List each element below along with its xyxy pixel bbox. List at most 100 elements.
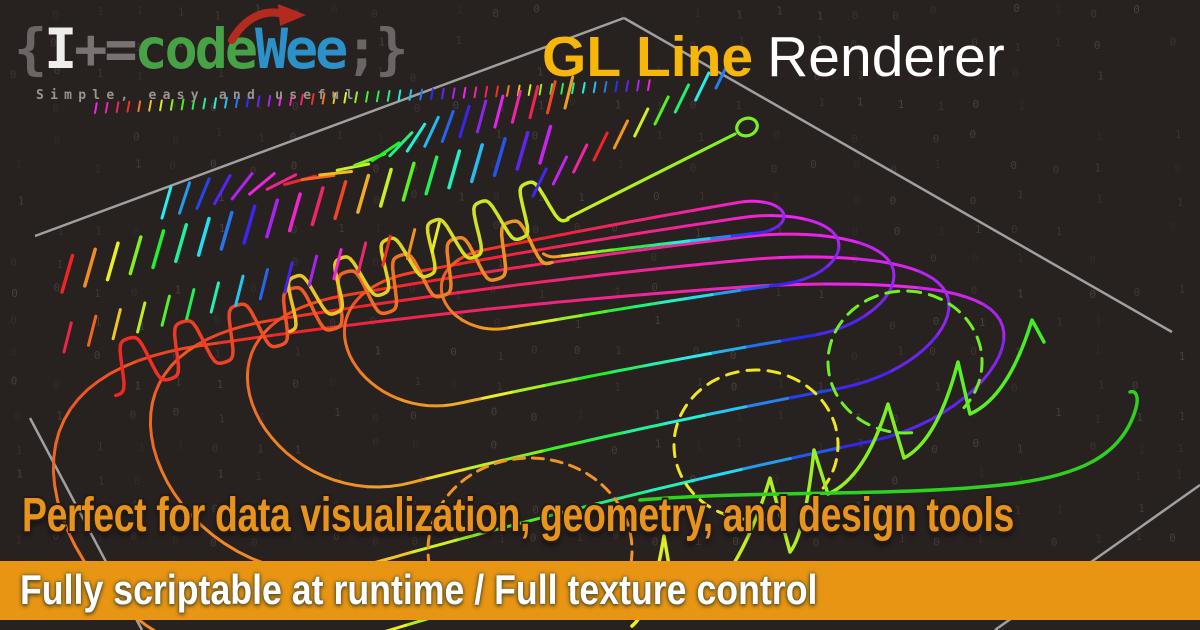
svg-text:1: 1 <box>935 380 942 393</box>
svg-text:1: 1 <box>95 315 102 328</box>
svg-text:1: 1 <box>618 10 625 23</box>
svg-text:1: 1 <box>1055 36 1062 49</box>
svg-text:1: 1 <box>254 2 261 15</box>
svg-text:1: 1 <box>698 131 705 144</box>
svg-text:1: 1 <box>414 375 421 388</box>
needle-line <box>566 116 759 220</box>
svg-text:1: 1 <box>179 223 186 236</box>
svg-text:1: 1 <box>778 378 785 391</box>
svg-text:1: 1 <box>1097 69 1104 82</box>
svg-text:0: 0 <box>652 536 659 549</box>
svg-text:0: 0 <box>890 163 897 176</box>
svg-text:1: 1 <box>135 41 142 54</box>
logo-identifier: I <box>44 17 77 81</box>
svg-text:1: 1 <box>539 288 546 301</box>
svg-text:1: 1 <box>1098 378 1105 391</box>
svg-text:1: 1 <box>1095 314 1102 327</box>
svg-text:1: 1 <box>15 157 22 170</box>
svg-text:0: 0 <box>693 344 700 357</box>
svg-text:1: 1 <box>94 287 101 300</box>
svg-text:1: 1 <box>256 99 263 112</box>
svg-text:1: 1 <box>57 225 64 238</box>
logo-word-wee: Wee <box>254 17 348 81</box>
footer-bar-text: Fully scriptable at runtime / Full textu… <box>20 566 818 613</box>
svg-text:1: 1 <box>576 531 583 544</box>
svg-text:0: 0 <box>491 438 498 451</box>
svg-text:1: 1 <box>135 158 142 171</box>
svg-text:1: 1 <box>654 314 661 327</box>
svg-text:1: 1 <box>736 411 743 424</box>
svg-text:0: 0 <box>290 131 297 144</box>
svg-text:0: 0 <box>853 195 860 208</box>
svg-text:0: 0 <box>690 40 697 53</box>
svg-text:0: 0 <box>1090 288 1097 301</box>
svg-text:1: 1 <box>899 532 906 545</box>
svg-text:1: 1 <box>98 475 105 488</box>
svg-text:1: 1 <box>499 101 506 114</box>
svg-text:0: 0 <box>1094 39 1101 52</box>
svg-text:1: 1 <box>775 286 782 299</box>
svg-text:1: 1 <box>655 64 662 77</box>
svg-text:0: 0 <box>210 537 217 550</box>
svg-text:0: 0 <box>730 349 737 362</box>
svg-text:0: 0 <box>772 501 779 514</box>
svg-text:0: 0 <box>690 99 697 112</box>
svg-text:0: 0 <box>532 223 539 236</box>
logo-operator: += <box>74 17 137 81</box>
svg-text:0: 0 <box>651 281 658 294</box>
svg-text:0: 0 <box>1011 381 1018 394</box>
svg-text:1: 1 <box>817 442 824 455</box>
svg-text:1: 1 <box>379 36 386 49</box>
svg-text:0: 0 <box>410 72 417 85</box>
svg-text:0: 0 <box>653 190 660 203</box>
svg-text:0: 0 <box>973 98 980 111</box>
svg-text:1: 1 <box>139 320 146 333</box>
svg-text:0: 0 <box>971 36 978 49</box>
svg-text:0: 0 <box>1090 440 1097 453</box>
svg-text:1: 1 <box>1138 502 1145 515</box>
svg-text:1: 1 <box>95 224 102 237</box>
svg-text:0: 0 <box>850 38 857 51</box>
svg-text:1: 1 <box>138 349 145 362</box>
svg-text:0: 0 <box>331 3 338 16</box>
svg-text:0: 0 <box>651 251 658 264</box>
svg-text:1: 1 <box>819 96 826 109</box>
svg-text:1: 1 <box>695 535 702 548</box>
svg-text:1: 1 <box>655 437 662 450</box>
svg-text:0: 0 <box>772 473 779 486</box>
svg-text:1: 1 <box>1094 413 1101 426</box>
svg-text:0: 0 <box>690 66 697 79</box>
svg-text:0: 0 <box>173 406 180 419</box>
svg-text:0: 0 <box>1174 161 1181 174</box>
svg-text:0: 0 <box>1051 536 1058 549</box>
svg-text:0: 0 <box>929 345 936 358</box>
svg-text:0: 0 <box>931 443 938 456</box>
title-rest: Renderer <box>767 25 1005 89</box>
svg-text:0: 0 <box>731 380 738 393</box>
svg-text:1: 1 <box>375 344 382 357</box>
svg-text:0: 0 <box>971 284 978 297</box>
svg-text:0: 0 <box>410 410 417 423</box>
svg-text:1: 1 <box>939 225 946 238</box>
meander-waves <box>114 180 570 398</box>
svg-text:0: 0 <box>53 379 60 392</box>
svg-text:1: 1 <box>455 288 462 301</box>
svg-text:0: 0 <box>611 221 618 234</box>
svg-text:1: 1 <box>857 69 864 82</box>
svg-text:1: 1 <box>259 41 266 54</box>
svg-text:1: 1 <box>1176 469 1183 482</box>
svg-text:1: 1 <box>1056 315 1063 328</box>
svg-text:1: 1 <box>219 412 226 425</box>
svg-text:1: 1 <box>259 411 266 424</box>
svg-text:0: 0 <box>1170 36 1177 49</box>
svg-text:1: 1 <box>338 222 345 235</box>
svg-text:1: 1 <box>1055 406 1062 419</box>
svg-text:0: 0 <box>1053 164 1060 177</box>
svg-text:1: 1 <box>497 257 504 270</box>
svg-text:0: 0 <box>771 34 778 47</box>
svg-text:1: 1 <box>656 100 663 113</box>
svg-text:1: 1 <box>1015 504 1022 517</box>
svg-text:1: 1 <box>1138 443 1145 456</box>
logo-semicolon: ; <box>345 17 378 81</box>
